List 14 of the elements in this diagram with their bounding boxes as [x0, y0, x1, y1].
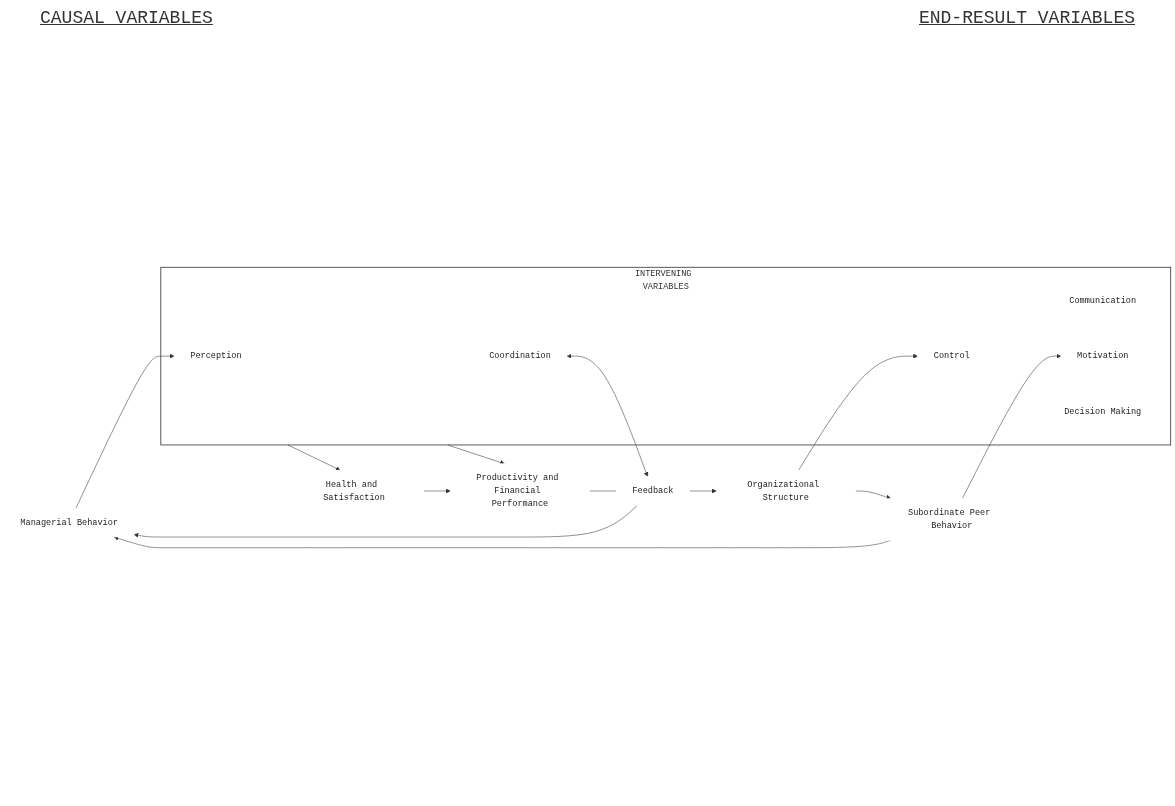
node-text: Perception	[190, 351, 242, 362]
node-text: Organizational Structure	[747, 480, 820, 503]
node-text: Motivation	[1077, 351, 1129, 362]
node-text: Subordinate Peer Behavior	[908, 508, 991, 532]
column-heading: CAUSAL VARIABLES	[40, 8, 213, 28]
column-heading: END-RESULT VARIABLES	[918, 8, 1135, 28]
node-text: Productivity and Financial Performance	[476, 473, 559, 510]
node-text: Coordination	[489, 351, 551, 362]
node-text: Control	[933, 351, 970, 362]
node-text: Managerial Behavior	[20, 518, 118, 528]
node-text: Feedback	[632, 486, 674, 497]
node-text: Decision Making	[1064, 407, 1142, 418]
node-text: Health and Satisfaction	[323, 480, 385, 503]
node-text: Communication	[1069, 296, 1137, 306]
